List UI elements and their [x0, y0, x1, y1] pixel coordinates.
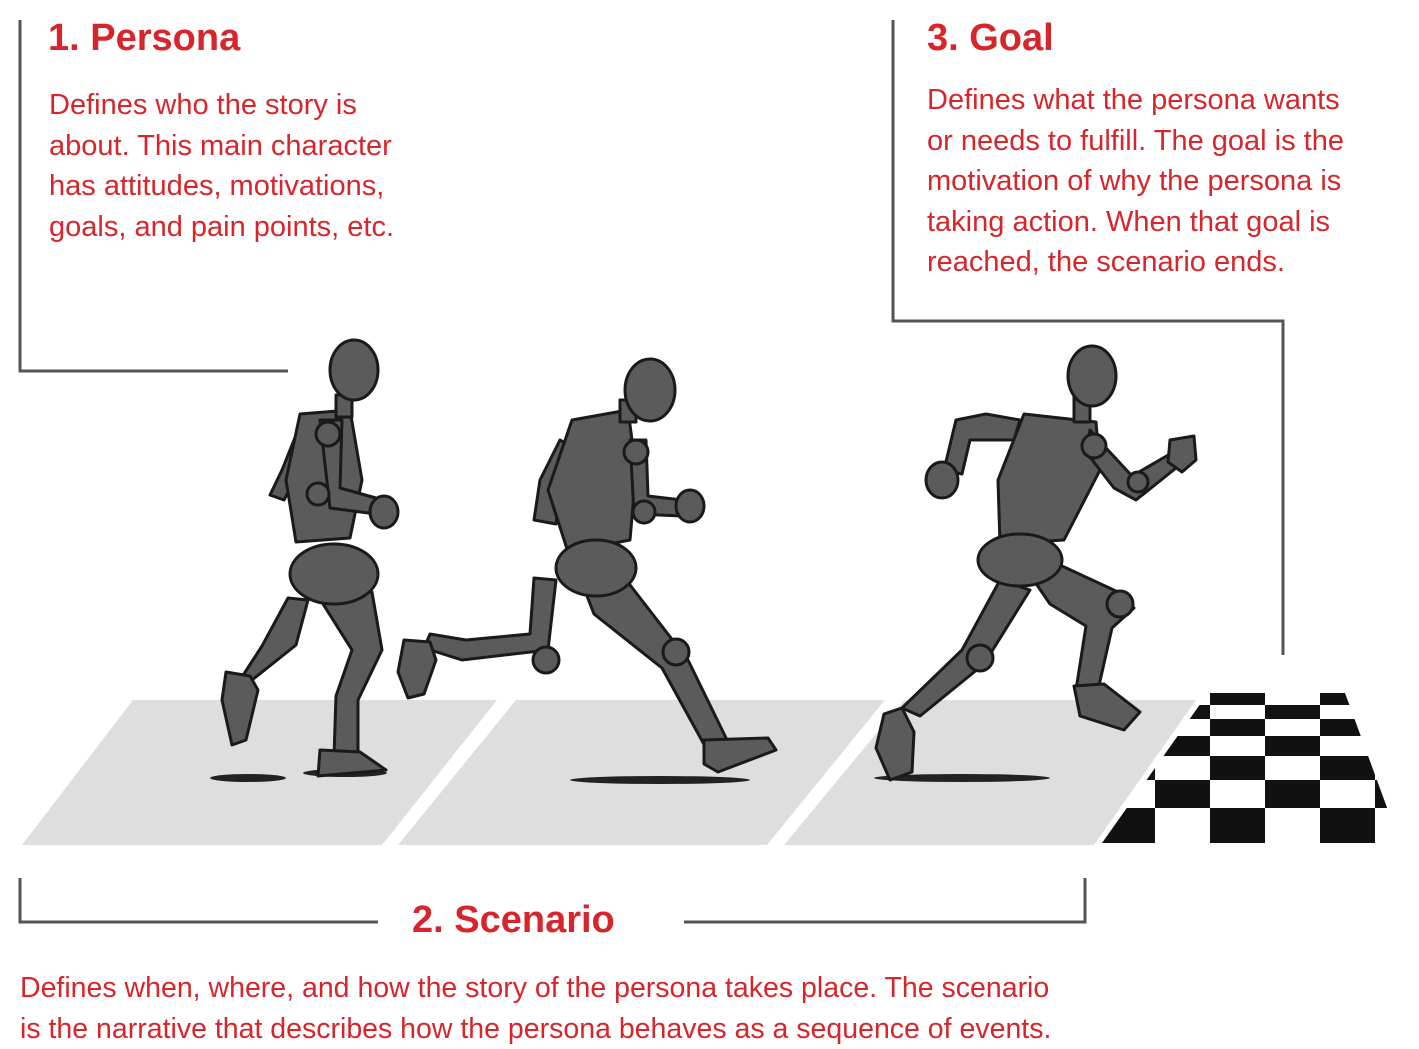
scenario-description-line: is the narrative that describes how the … — [20, 1009, 1051, 1049]
scenario-bracket-left — [20, 878, 378, 922]
goal-description: Defines what the persona wants or needs … — [927, 80, 1344, 283]
scenario-bracket-right — [684, 878, 1085, 922]
scenario-description-line: Defines when, where, and how the story o… — [20, 968, 1051, 1009]
goal-description-line: taking action. When that goal is — [927, 202, 1344, 243]
persona-description: Defines who the story is about. This mai… — [49, 85, 394, 247]
persona-description-line: about. This main character — [49, 126, 394, 167]
persona-description-line: has attitudes, motivations, — [49, 166, 394, 207]
goal-description-line: Defines what the persona wants — [927, 80, 1344, 121]
goal-description-line: reached, the scenario ends. — [927, 242, 1344, 283]
scenario-heading: 2. Scenario — [412, 898, 615, 942]
persona-description-line: goals, and pain points, etc. — [49, 207, 394, 248]
scenario-description: Defines when, where, and how the story o… — [20, 968, 1051, 1049]
goal-description-line: or needs to fulfill. The goal is the — [927, 121, 1344, 162]
goal-heading: 3. Goal — [927, 16, 1054, 60]
persona-heading: 1. Persona — [48, 16, 240, 60]
goal-description-line: motivation of why the persona is — [927, 161, 1344, 202]
persona-description-line: Defines who the story is — [49, 85, 394, 126]
